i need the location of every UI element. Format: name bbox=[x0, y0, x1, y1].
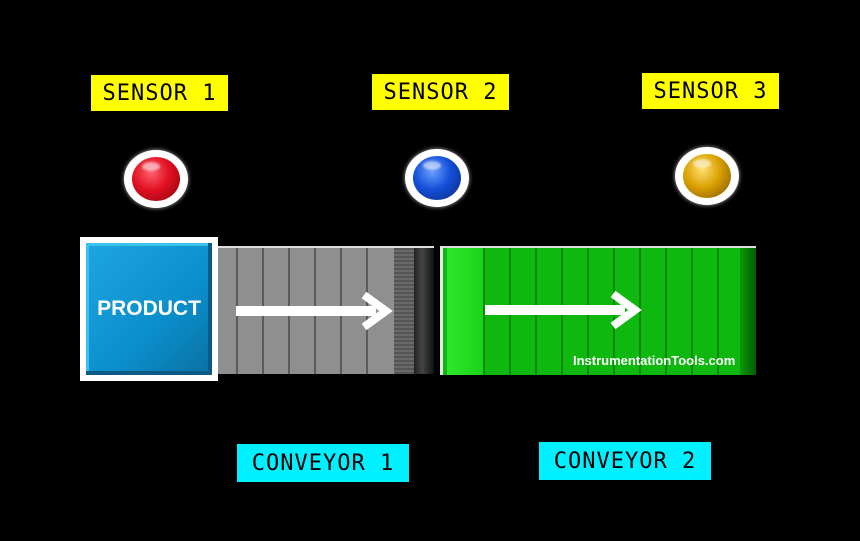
sensor-2-lamp bbox=[405, 149, 469, 207]
conveyor-1-arrow-icon bbox=[236, 292, 393, 330]
conveyor-1-label: CONVEYOR 1 bbox=[237, 444, 409, 482]
product-label: PRODUCT bbox=[97, 297, 201, 320]
watermark-text: InstrumentationTools.com bbox=[573, 353, 736, 368]
sensor-1-lamp bbox=[124, 150, 188, 208]
product-box: PRODUCT bbox=[80, 237, 218, 381]
conveyor-2-arrow-icon bbox=[485, 291, 642, 329]
sensor-1-label: SENSOR 1 bbox=[91, 75, 228, 111]
sensor-3-label: SENSOR 3 bbox=[642, 73, 779, 109]
sensor-3-lamp bbox=[675, 147, 739, 205]
sensor-2-label: SENSOR 2 bbox=[372, 74, 509, 110]
conveyor-2-label: CONVEYOR 2 bbox=[539, 442, 711, 480]
